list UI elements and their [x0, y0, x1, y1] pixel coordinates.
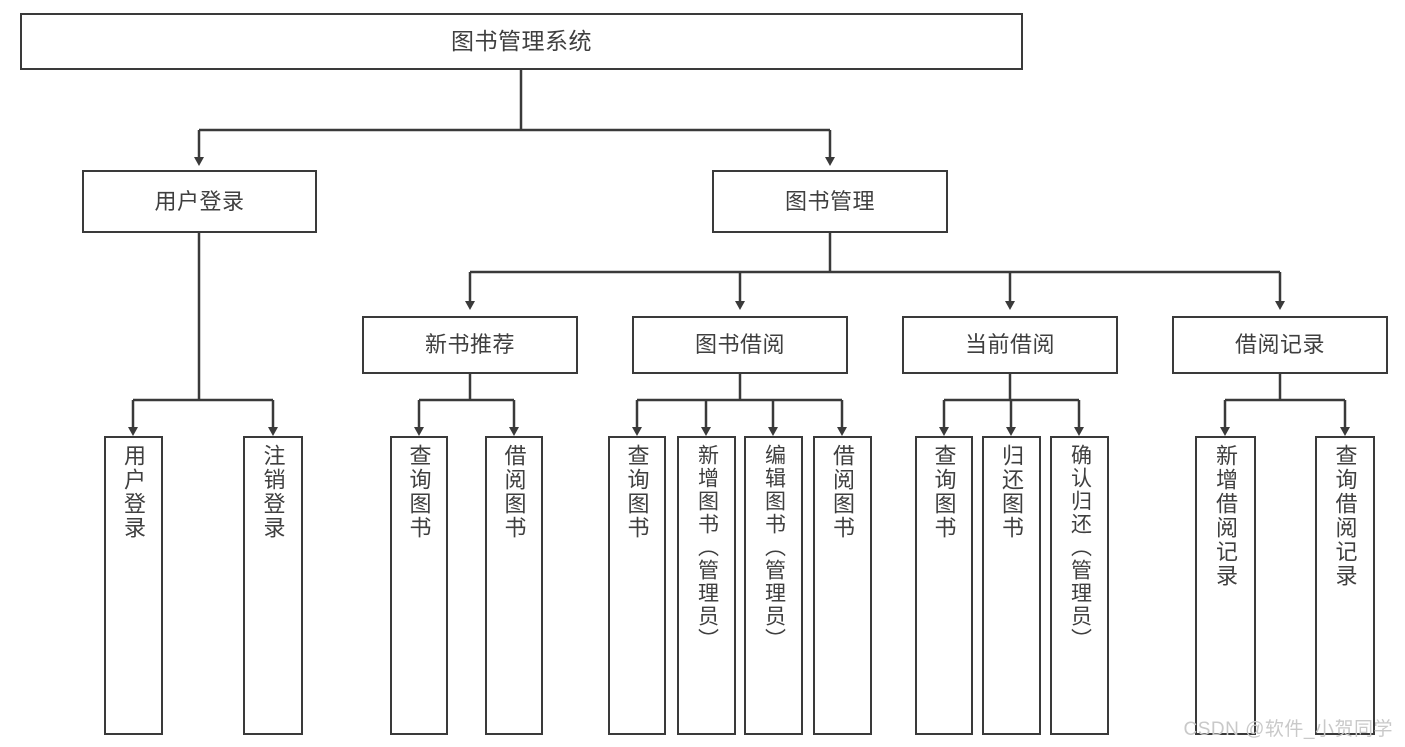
node-label: 借阅图书	[501, 444, 527, 540]
node-label: 归还图书	[999, 444, 1025, 540]
node-label: 新书推荐	[424, 332, 515, 358]
node-user-login[interactable]: 用户登录	[82, 170, 317, 233]
leaf-confirm-return-admin[interactable]: 确认归还（管理员）	[1050, 436, 1109, 735]
node-label: 新增图书（管理员）	[695, 444, 719, 651]
node-current-borrow[interactable]: 当前借阅	[902, 316, 1118, 374]
node-label: 查询借阅记录	[1332, 444, 1358, 588]
node-label: 图书借阅	[694, 332, 785, 358]
leaf-return-book[interactable]: 归还图书	[982, 436, 1041, 735]
node-label: 查询图书	[406, 444, 432, 540]
leaf-logout-login[interactable]: 注销登录	[243, 436, 303, 735]
node-label: 图书管理	[784, 188, 875, 214]
leaf-borrow-book-recommend[interactable]: 借阅图书	[485, 436, 543, 735]
node-label: 借阅记录	[1234, 332, 1325, 358]
leaf-query-book-borrow[interactable]: 查询图书	[608, 436, 666, 735]
leaf-user-login[interactable]: 用户登录	[104, 436, 163, 735]
leaf-edit-book-admin[interactable]: 编辑图书（管理员）	[744, 436, 803, 735]
leaf-query-borrow-record[interactable]: 查询借阅记录	[1315, 436, 1375, 735]
node-label: 编辑图书（管理员）	[762, 444, 786, 651]
node-label: 新增借阅记录	[1213, 444, 1239, 588]
node-label: 确认归还（管理员）	[1068, 444, 1092, 651]
node-label: 查询图书	[624, 444, 650, 540]
node-label: 用户登录	[154, 188, 245, 214]
leaf-query-book-current[interactable]: 查询图书	[915, 436, 973, 735]
node-label: 借阅图书	[830, 444, 856, 540]
leaf-query-book-recommend[interactable]: 查询图书	[390, 436, 448, 735]
node-label: 当前借阅	[964, 332, 1055, 358]
leaf-add-book-admin[interactable]: 新增图书（管理员）	[677, 436, 736, 735]
node-label: 图书管理系统	[451, 28, 592, 55]
node-label: 查询图书	[931, 444, 957, 540]
node-book-management[interactable]: 图书管理	[712, 170, 948, 233]
node-borrow-record[interactable]: 借阅记录	[1172, 316, 1388, 374]
node-book-borrow[interactable]: 图书借阅	[632, 316, 848, 374]
node-label: 用户登录	[121, 444, 147, 540]
leaf-add-borrow-record[interactable]: 新增借阅记录	[1195, 436, 1256, 735]
node-label: 注销登录	[260, 444, 286, 540]
watermark-text: CSDN @软件_小贺同学	[1183, 719, 1393, 740]
leaf-borrow-book[interactable]: 借阅图书	[813, 436, 872, 735]
node-root-system[interactable]: 图书管理系统	[20, 13, 1023, 70]
node-new-book-recommend[interactable]: 新书推荐	[362, 316, 578, 374]
